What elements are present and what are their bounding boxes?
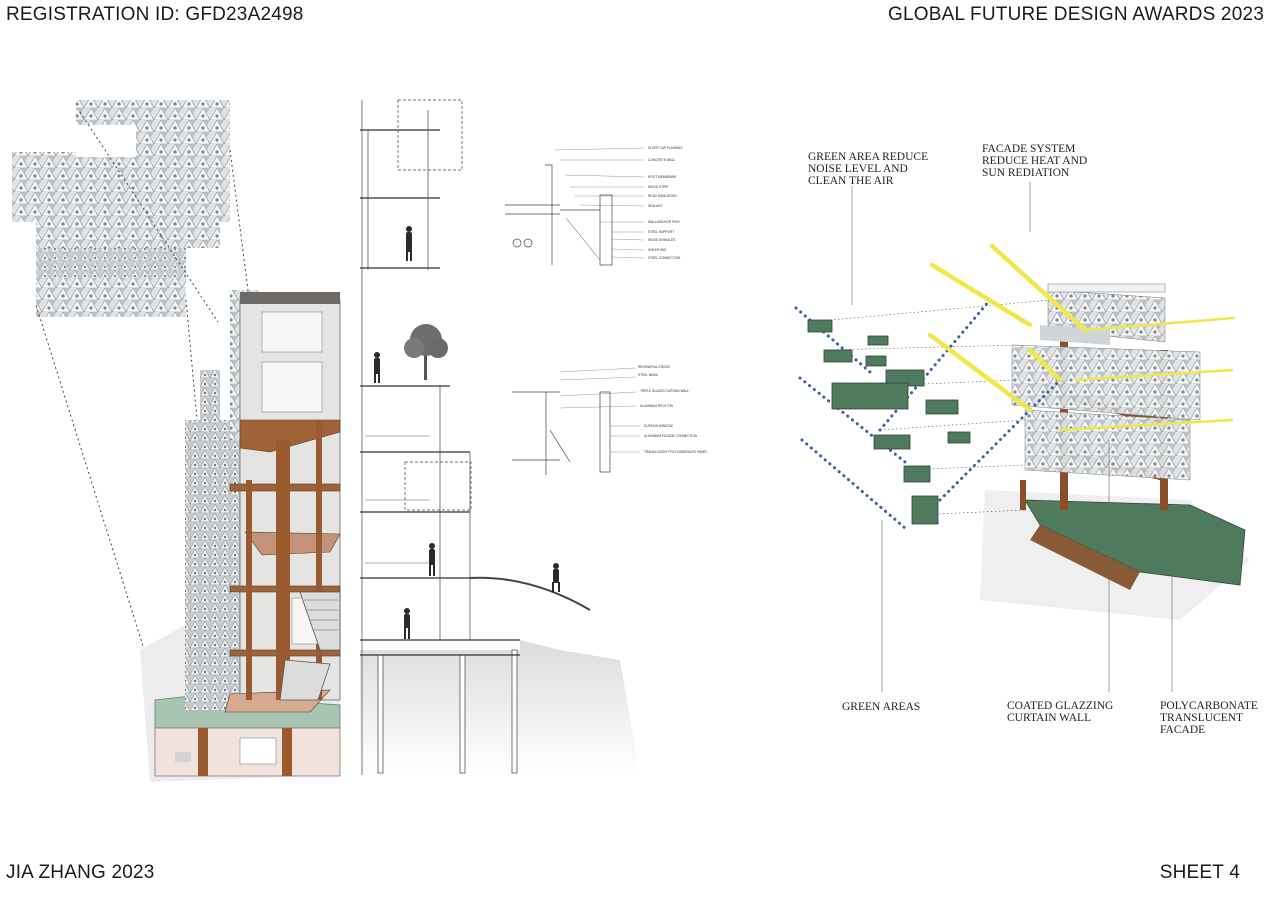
svg-text:SEALANT: SEALANT: [648, 204, 663, 208]
axonometric-tower-group: [12, 100, 341, 782]
svg-text:STEEL BEAM: STEEL BEAM: [638, 373, 658, 377]
svg-text:STEEL SUPPORT: STEEL SUPPORT: [648, 230, 674, 234]
label-coated-glazing: COATED GLAZZING CURTAIN WALL: [1007, 700, 1114, 724]
timber-columns: [246, 420, 322, 700]
svg-text:TRANSLUCENT POLYCARBONATE PANE: TRANSLUCENT POLYCARBONATE PANEL: [644, 450, 708, 454]
leader-lines-top: [554, 147, 645, 259]
section-floors: [360, 129, 520, 656]
polycarbonate-facade-panels: [1011, 283, 1201, 481]
blue-dotted-guides: [794, 298, 1062, 530]
green-planter-blocks: [807, 319, 971, 525]
detail-notes-top: SLOPE CAP FLASHING CONCRETE WALL ROOT ME…: [648, 146, 683, 260]
detail-notes-bottom: REGENERAL CROSS STEEL BEAM TRIPLE GLAZED…: [638, 365, 708, 454]
exploded-axonometric-group: [794, 182, 1250, 692]
svg-text:SHEATHING: SHEATHING: [648, 248, 667, 252]
svg-text:SLOPE CAP FLASHING: SLOPE CAP FLASHING: [648, 146, 683, 150]
people-silhouettes: [374, 226, 560, 639]
section-ground: [360, 640, 640, 775]
facade-panel-detail: [12, 100, 230, 317]
svg-text:ALUMINUM RECK FIN: ALUMINUM RECK FIN: [640, 404, 673, 408]
sheet-number: SHEET 4: [1159, 862, 1240, 883]
svg-text:TRIPLE GLAZED CURTAIN WALL: TRIPLE GLAZED CURTAIN WALL: [640, 389, 689, 393]
sun-rays: [927, 243, 1088, 413]
label-polycarbonate: POLYCARBONATE TRANSLUCENT FACADE: [1160, 700, 1258, 736]
label-green-areas: GREEN AREAS: [842, 701, 921, 713]
svg-text:ALUMINUM FACADE CONNECTION: ALUMINUM FACADE CONNECTION: [644, 434, 698, 438]
wall-detail-top: [505, 164, 613, 266]
label-facade-system: FACADE SYSTEM REDUCE HEAT AND SUN REDIAT…: [982, 143, 1088, 179]
svg-text:CURTAIN WINDOW: CURTAIN WINDOW: [644, 424, 673, 428]
tower-facade-skin: [185, 420, 240, 710]
annotation-leaders: [851, 182, 1173, 692]
tree: [404, 324, 448, 380]
registration-id: REGISTRATION ID: GFD23A2498: [6, 4, 304, 25]
svg-text:WOOD SHINGLES: WOOD SHINGLES: [648, 238, 675, 242]
building-section-group: SLOPE CAP FLASHING CONCRETE WALL ROOT ME…: [360, 99, 708, 775]
svg-text:WALL/ANCHOR PINS: WALL/ANCHOR PINS: [648, 220, 680, 224]
label-green-area-reduce: GREEN AREA REDUCE NOISE LEVEL AND CLEAN …: [808, 151, 929, 187]
award-title: GLOBAL FUTURE DESIGN AWARDS 2023: [888, 4, 1264, 25]
wall-detail-bottom: [512, 391, 611, 475]
svg-text:REGENERAL CROSS: REGENERAL CROSS: [638, 365, 670, 369]
sloped-roof-path: [469, 576, 591, 611]
svg-text:STEEL CONNECTION: STEEL CONNECTION: [648, 256, 681, 260]
author-year: JIA ZHANG 2023: [6, 862, 155, 883]
svg-text:WOOD STRIP: WOOD STRIP: [648, 185, 669, 189]
svg-text:CONCRETE WALL: CONCRETE WALL: [648, 158, 676, 162]
leader-lines-bottom: [559, 367, 640, 453]
svg-text:ROOT MEMBRANE: ROOT MEMBRANE: [648, 175, 676, 179]
svg-text:RIGID INSULATION: RIGID INSULATION: [648, 194, 677, 198]
